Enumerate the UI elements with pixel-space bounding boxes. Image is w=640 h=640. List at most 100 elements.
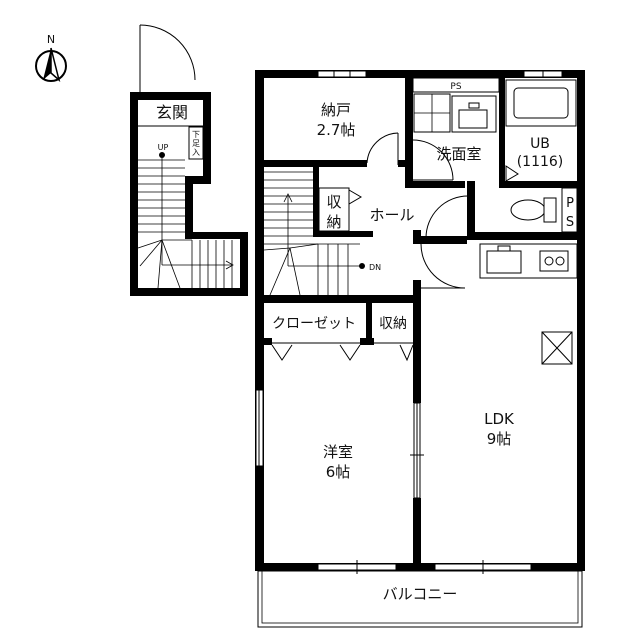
kitchen-sink — [486, 250, 522, 274]
window-storage-top — [317, 70, 367, 78]
closet-area: クローゼット 収納 — [271, 316, 414, 362]
room-western: 洋室 6帖 — [323, 443, 353, 481]
hall-closet-box — [318, 187, 350, 232]
hall-label: ホール — [369, 206, 414, 224]
stair-winders — [137, 239, 192, 289]
stair-wall-right-upper — [203, 92, 211, 184]
storage-size: 2.7帖 — [317, 121, 356, 139]
room-washroom: 洗面室 — [412, 93, 497, 181]
windows — [255, 70, 563, 574]
faucet-icon — [468, 102, 480, 109]
hall-closet-door — [348, 189, 362, 205]
ps-side-top: P — [566, 196, 574, 211]
ldk-name: LDK — [484, 410, 515, 428]
wall-left-upper — [255, 70, 264, 370]
wall-stair-bottom — [255, 295, 421, 303]
stair-up-arrowhead — [225, 260, 234, 270]
room-storage: 納戸 2.7帖 — [317, 101, 399, 165]
wall-western-ldk-lower — [413, 498, 421, 570]
north-arrow-icon — [43, 48, 51, 80]
stove — [539, 250, 569, 272]
washroom-door-swing — [412, 139, 454, 181]
hall-closet-bottom: 納 — [326, 213, 341, 231]
stair-wall-right-lower — [240, 232, 248, 296]
balcony-label: バルコニー — [383, 585, 458, 603]
sliding-door-western-ldk — [410, 402, 424, 499]
wall-wash-ub — [499, 78, 505, 188]
storage2-label: 収納 — [379, 316, 407, 332]
ps-side-bottom: S — [566, 215, 574, 230]
hall-closet-top: 収 — [326, 193, 341, 211]
wall-ub-bottom — [499, 181, 585, 188]
ps-top-label: PS — [450, 82, 461, 92]
stair-wall-left — [130, 92, 138, 296]
bath-door-mark — [505, 165, 519, 182]
western-size: 6帖 — [326, 463, 351, 481]
compass: N — [35, 33, 67, 83]
bath-name: UB — [530, 136, 550, 152]
wall-right — [577, 70, 585, 570]
internal-stair — [263, 171, 360, 296]
wall-storage-bottom-left — [255, 160, 367, 167]
wall-hall-closet-bottom — [313, 231, 373, 237]
toilet-tank — [543, 197, 557, 223]
stair-wall-notch — [185, 176, 193, 239]
stair-wall-top — [130, 92, 210, 100]
storage-door-swing — [366, 132, 399, 164]
stair-treads-vertical — [138, 159, 185, 233]
stair-up-label: UP — [158, 143, 169, 152]
wall-western-ldk-upper — [413, 338, 421, 403]
room-unit-bath: UB (1116) — [505, 79, 577, 182]
western-name: 洋室 — [323, 443, 353, 461]
shoe-cabinet-char-2: 足 — [192, 139, 200, 148]
room-toilet: P S — [425, 187, 578, 239]
entrance-door-swing — [139, 24, 196, 81]
wall-hall-closet-left — [313, 167, 319, 237]
stair-wall-notch-top — [185, 176, 211, 184]
closet-door-left — [271, 344, 293, 361]
wall-closet-divider — [366, 303, 372, 345]
burner-right-icon — [555, 256, 565, 266]
toilet-door-swing — [425, 195, 469, 239]
wall-hall-ldk-top — [413, 236, 467, 244]
stair-wall-mid — [185, 232, 248, 239]
storage2-door — [399, 344, 414, 362]
north-arrow-outline — [50, 47, 61, 83]
room-hall: 収 納 ホール — [318, 187, 466, 289]
wall-stair-right — [413, 280, 421, 340]
wall-wash-bottom — [405, 181, 465, 188]
entrance-label: 玄関 — [156, 103, 188, 122]
stair-down-dot — [359, 263, 365, 269]
closet-label: クローゼット — [272, 316, 356, 332]
north-label: N — [47, 33, 55, 46]
toilet-bowl — [510, 199, 546, 221]
wall-storage-right — [405, 78, 413, 188]
washroom-label: 洗面室 — [436, 145, 481, 163]
stair-wall-bottom — [130, 288, 248, 296]
entrance-stair-block: 玄関 下 足 入 UP — [130, 24, 248, 296]
bath-size: (1116) — [517, 154, 564, 170]
burner-left-icon — [544, 256, 554, 266]
ps-side — [561, 187, 578, 233]
wall-toilet-left — [467, 181, 475, 240]
stair-down-label: DN — [369, 263, 381, 272]
wall-closet-bottom-left — [264, 338, 272, 345]
wall-storage-bottom-right — [398, 160, 408, 167]
storage-name: 納戸 — [321, 101, 351, 119]
wall-top — [255, 70, 585, 78]
room-ldk: LDK 9帖 — [479, 243, 578, 448]
wall-toilet-bottom — [467, 232, 585, 240]
hall-ldk-door-swing — [420, 243, 466, 289]
ps-top: PS — [412, 77, 500, 93]
shoe-cabinet-char-3: 入 — [192, 148, 200, 157]
shoe-cabinet-char-1: 下 — [192, 130, 200, 139]
main-walls — [255, 70, 585, 571]
shoe-cabinet — [188, 126, 204, 160]
balcony: バルコニー — [257, 570, 583, 628]
ldk-size: 9帖 — [487, 430, 512, 448]
stair-treads-horizontal — [191, 240, 233, 288]
wall-closet-bottom-mid — [360, 338, 374, 345]
kitchen-faucet-icon — [497, 245, 511, 252]
closet-door-right — [339, 344, 361, 361]
